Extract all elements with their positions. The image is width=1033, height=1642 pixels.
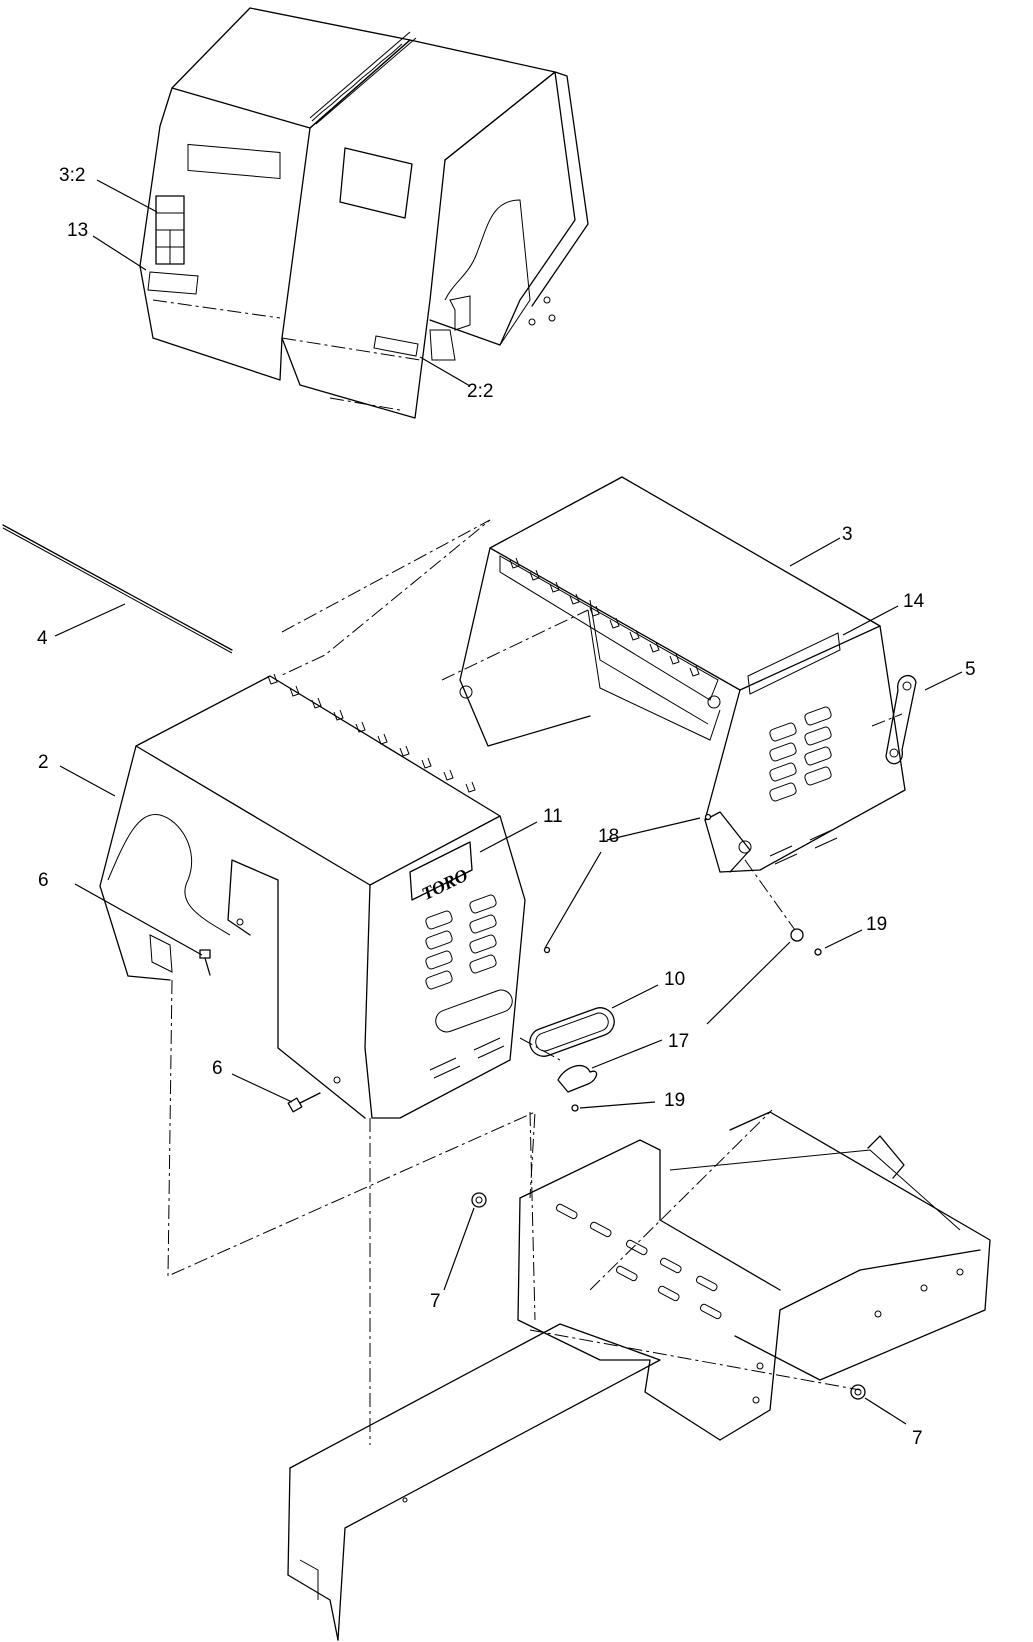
callout-6-upper: 6 [38, 870, 49, 891]
logo-text: TORO [418, 865, 471, 904]
nut-7-right [850, 1384, 866, 1400]
bolt-6-upper [199, 949, 211, 976]
callout-19-lower: 19 [664, 1090, 685, 1111]
bolt-6-lower [287, 1092, 321, 1113]
callout-17: 17 [668, 1031, 689, 1052]
callout-7-left: 7 [430, 1291, 441, 1312]
latch-part [557, 941, 791, 1093]
callout-19-upper: 19 [866, 914, 887, 935]
screw-19-upper [790, 928, 822, 956]
callout-5: 5 [965, 659, 976, 680]
assembled-hood-view [92, 7, 589, 419]
hinge-rod-part [2, 524, 233, 654]
callout-11: 11 [543, 806, 563, 827]
screw-19-lower [571, 1104, 579, 1112]
callout-2: 2 [38, 752, 49, 773]
callout-18: 18 [598, 826, 619, 847]
toro-logo: TORO [409, 841, 473, 904]
nut-7-left [471, 1192, 487, 1208]
rear-louvre-slots [769, 706, 838, 865]
callout-6-lower: 6 [212, 1058, 223, 1079]
alignment-lines [167, 476, 903, 1445]
rear-hood-panel-part [459, 476, 906, 873]
callout-14: 14 [903, 591, 925, 612]
callout-13: 13 [67, 220, 88, 241]
frame-slots [555, 1203, 722, 1320]
gasket-part [529, 984, 659, 1057]
callout-3: 3 [842, 524, 853, 545]
frame-part [287, 1111, 991, 1641]
callout-4: 4 [37, 628, 48, 649]
front-louvre-slots [425, 894, 513, 1079]
front-hood-panel-part: TORO [59, 673, 538, 1119]
latch-plate-part [885, 671, 963, 765]
callout-labels: 3:2 13 2:2 3 14 4 5 2 11 18 6 19 10 17 6… [37, 165, 976, 1449]
callout-3-2: 3:2 [59, 165, 85, 186]
rivet-18 [543, 813, 712, 954]
callout-10: 10 [664, 969, 685, 990]
callout-7-right: 7 [912, 1428, 923, 1449]
callout-2-2: 2:2 [467, 381, 493, 402]
